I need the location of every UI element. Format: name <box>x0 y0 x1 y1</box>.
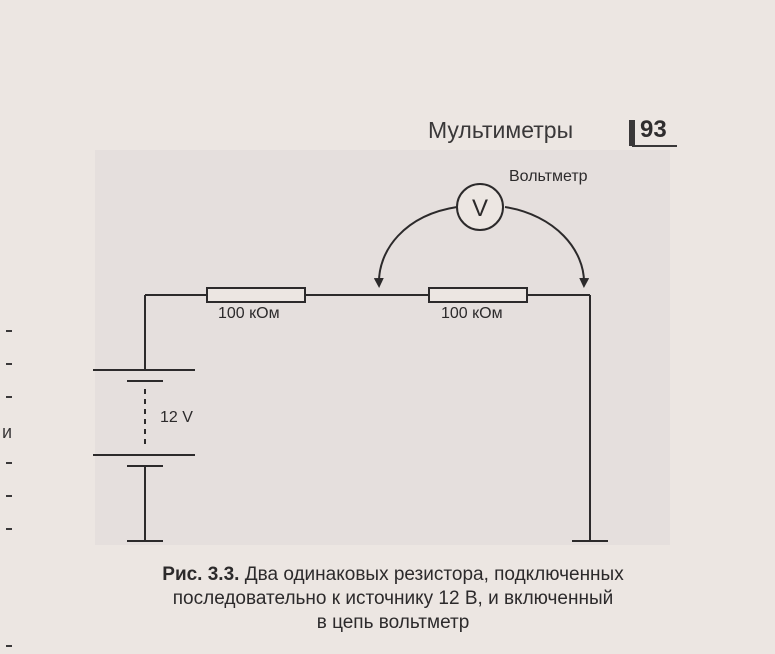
figure-background <box>95 150 670 545</box>
margin-tick <box>6 396 12 398</box>
voltmeter-circle <box>456 183 504 231</box>
caption-text-line-3: в цепь вольтметр <box>316 612 470 633</box>
resistor-2-label: 100 кОм <box>441 305 503 322</box>
resistor-1 <box>206 287 306 303</box>
margin-text-fragment: и <box>2 422 13 442</box>
margin-tick <box>6 645 12 647</box>
margin-tick <box>6 462 12 464</box>
caption-figure-number: Рис. 3.3. <box>162 564 240 585</box>
battery-label: 12 V <box>160 409 193 426</box>
voltmeter-lead-right <box>504 206 590 288</box>
voltmeter-lead-left <box>373 206 458 288</box>
caption-text-line-2: последовательно к источнику 12 В, и вклю… <box>172 588 614 609</box>
margin-tick <box>6 495 12 497</box>
voltmeter-symbol: V <box>472 195 488 222</box>
caption-line-1: Рис. 3.3. Два одинаковых резистора, подк… <box>40 563 746 587</box>
caption-text-line-1: Два одинаковых резистора, подключенных <box>244 564 624 585</box>
figure-caption: Рис. 3.3. Два одинаковых резистора, подк… <box>40 563 746 635</box>
resistor-1-label: 100 кОм <box>218 305 280 322</box>
resistor-2 <box>428 287 528 303</box>
voltmeter-label: Вольтметр <box>509 168 588 185</box>
page-number: 93 <box>640 116 667 143</box>
running-header-title: Мультиметры <box>428 117 574 143</box>
header-marker-bar <box>629 120 635 146</box>
margin-tick <box>6 330 12 332</box>
header-underline <box>632 145 677 147</box>
margin-tick <box>6 528 12 530</box>
margin-tick <box>6 363 12 365</box>
